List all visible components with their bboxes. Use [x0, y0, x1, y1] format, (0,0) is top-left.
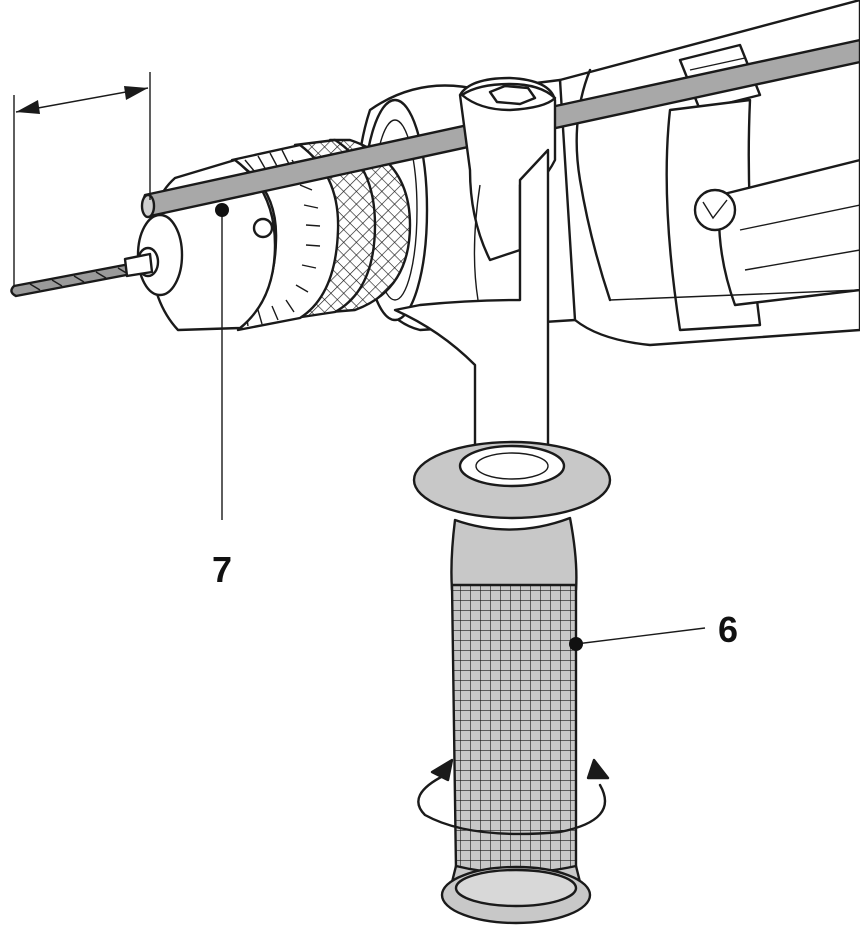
drill-bit — [10, 252, 154, 298]
depth-dimension — [13, 72, 151, 285]
callout-label: 7 — [212, 549, 232, 590]
drill-chuck — [136, 138, 412, 332]
switch-knob — [693, 188, 737, 232]
drill-housing — [558, 0, 860, 347]
callout-label: 6 — [718, 609, 738, 650]
auxiliary-handle — [412, 440, 612, 925]
handle-clamp — [393, 76, 557, 457]
callout-dot — [569, 637, 583, 651]
callout-depth-stop: 7 — [212, 203, 232, 590]
callout-auxiliary-handle: 6 — [569, 609, 738, 651]
rotation-arrow — [417, 758, 610, 836]
callout-dot — [215, 203, 229, 217]
